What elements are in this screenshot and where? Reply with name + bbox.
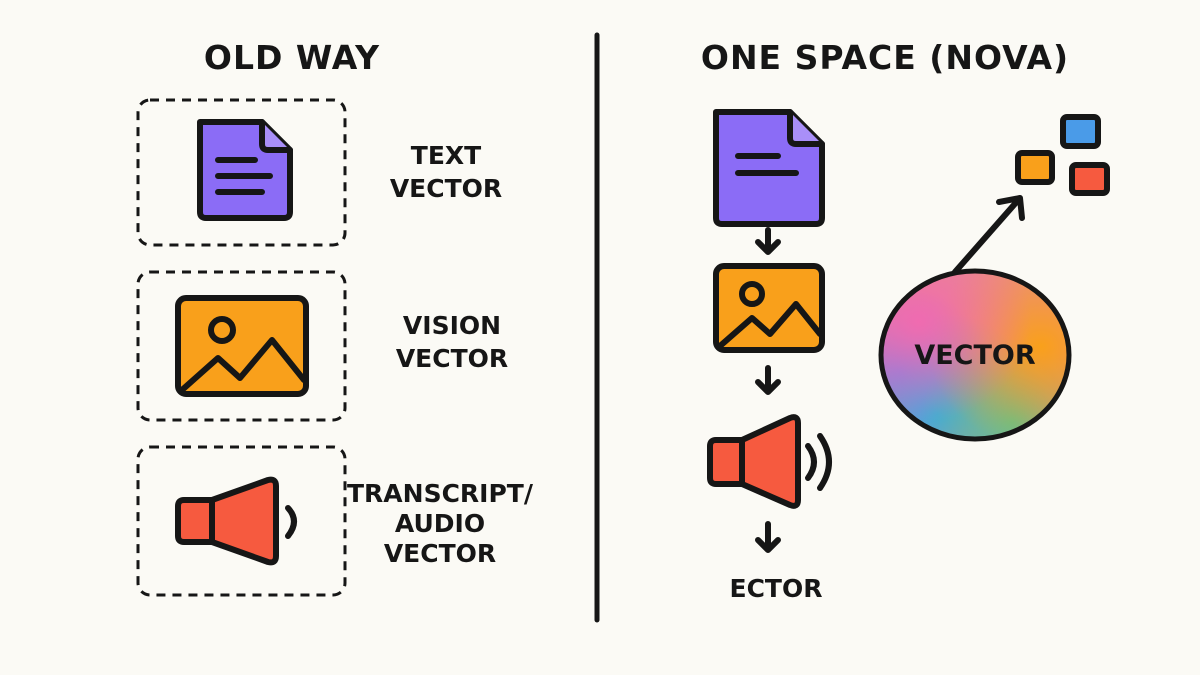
- output-label: ECTOR: [730, 574, 823, 603]
- orange-square: [1015, 150, 1055, 185]
- vector-ellipse: [878, 268, 1072, 442]
- audio-vector-label-1: TRANSCRIPT/: [347, 479, 534, 508]
- arrow-down-icon: [755, 227, 781, 255]
- text-vector-label-1: TEXT: [411, 141, 481, 170]
- audio-vector-label-2: AUDIO: [395, 509, 485, 538]
- audio-vector-label-3: VECTOR: [384, 539, 496, 568]
- speaker-icon: [707, 414, 832, 509]
- text-box: [136, 98, 347, 247]
- vector-label: VECTOR: [914, 340, 1036, 371]
- vision-box: [136, 270, 347, 422]
- audio-box: [136, 445, 347, 597]
- blue-square: [1060, 114, 1101, 149]
- document-icon: [713, 109, 825, 227]
- arrow-diagonal-icon: [952, 195, 1025, 275]
- red-square: [1069, 162, 1110, 196]
- image-icon: [713, 263, 825, 353]
- vision-vector-label-2: VECTOR: [396, 344, 508, 373]
- image-icon: [175, 295, 309, 397]
- arrow-down-icon: [755, 521, 781, 553]
- old-way-title: OLD WAY: [204, 38, 380, 77]
- text-vector-label-2: VECTOR: [390, 174, 502, 203]
- document-icon: [197, 119, 293, 221]
- arrow-down-icon: [755, 365, 781, 395]
- one-space-title: ONE SPACE (NOVA): [701, 38, 1069, 77]
- vision-vector-label-1: VISION: [403, 311, 501, 340]
- speaker-icon: [175, 476, 297, 566]
